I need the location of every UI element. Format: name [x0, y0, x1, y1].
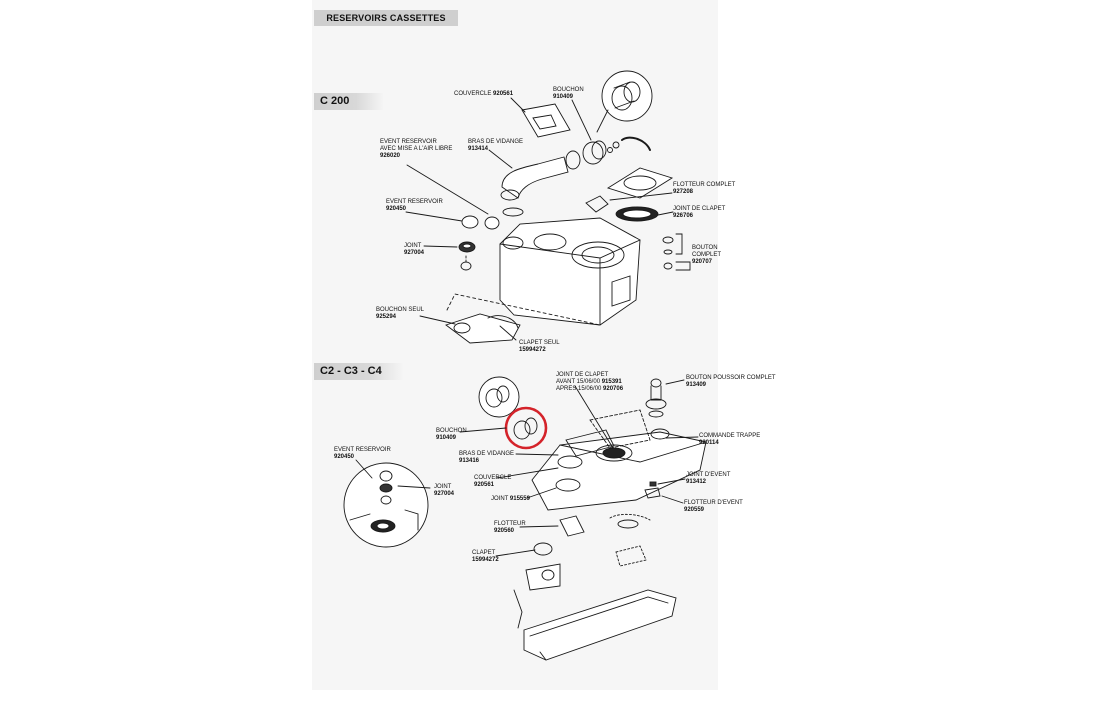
bouchon-part-illustration — [582, 140, 607, 165]
label-c2-joint: JOINT 915559 — [491, 496, 530, 502]
c2-tank-illustration — [531, 409, 707, 511]
event-reservoir-detail-illustration — [343, 462, 429, 548]
bouchon-c2-detail-illustration — [478, 376, 520, 418]
leader-line — [596, 109, 609, 133]
bouton-complet-illustration — [662, 236, 674, 270]
clapet-mechanism-illustration — [513, 563, 561, 629]
label-couvercle: COUVERCLE 920561 — [454, 91, 514, 97]
bouton-poussoir-illustration — [645, 378, 667, 418]
bras-de-vidange-illustration — [500, 156, 569, 201]
lower-tray-illustration — [523, 589, 677, 661]
section-title-c2c3c4: C2 - C3 - C4 — [314, 363, 404, 380]
joint-ring-illustration — [606, 167, 674, 199]
clapet-seul-illustration — [445, 313, 521, 344]
couvercle-part-illustration — [521, 103, 571, 138]
flotteur-illustration — [559, 515, 585, 537]
bouchon-detail-illustration — [601, 70, 653, 122]
section-title-c200: C 200 — [314, 93, 384, 110]
diagram-sheet — [312, 0, 718, 690]
highlight-circle — [504, 406, 548, 450]
c200-tank-illustration — [499, 217, 641, 326]
event-reservoir-illustration — [461, 215, 500, 230]
label-c2-joint-de-clapet: JOINT DE CLAPET AVANT 15/06/00 915391 AP… — [556, 372, 624, 392]
page-title: RESERVOIRS CASSETTES — [314, 10, 458, 26]
